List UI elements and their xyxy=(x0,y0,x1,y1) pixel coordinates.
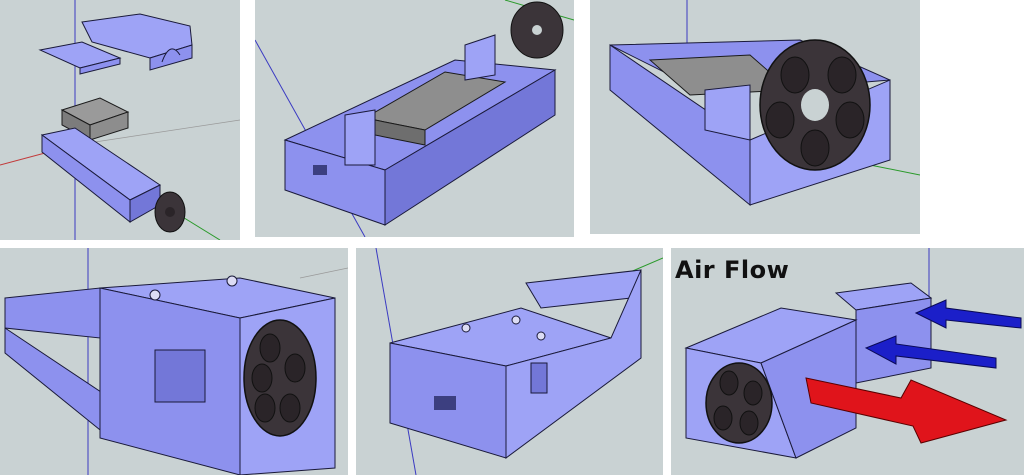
open-case-battery-render xyxy=(255,0,574,237)
closed-case-rear-panel xyxy=(356,248,663,475)
exploded-view-panel xyxy=(0,0,240,240)
closed-case-rear-render xyxy=(375,248,663,475)
air-flow-render xyxy=(684,248,1022,459)
open-case-battery-panel xyxy=(255,0,574,237)
exploded-view-render xyxy=(0,0,240,240)
air-flow-panel: Air Flow xyxy=(671,248,1024,475)
open-case-fan-panel xyxy=(590,0,920,234)
air-flow-caption: Air Flow xyxy=(675,256,790,284)
closed-case-fan-side-panel xyxy=(0,248,348,475)
open-case-fan-render xyxy=(609,0,920,207)
closed-case-fan-side-render xyxy=(4,248,348,475)
